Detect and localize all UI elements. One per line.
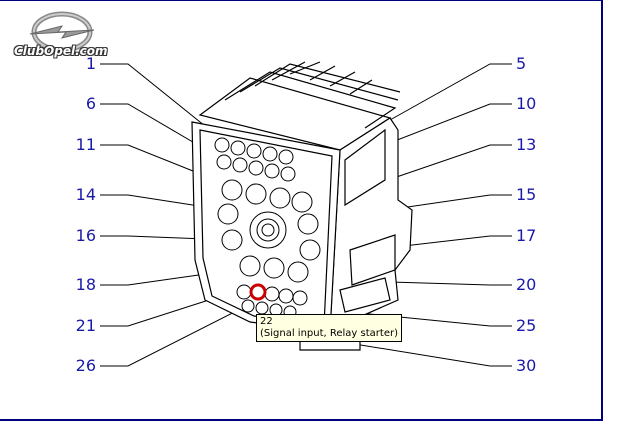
right-strip (603, 0, 617, 421)
right-border (601, 0, 603, 421)
leader-14 (100, 194, 226, 211)
pin-label-20[interactable]: 20 (516, 275, 537, 294)
connector-drawing (100, 61, 512, 367)
pin-label-14[interactable]: 14 (75, 185, 96, 204)
pin-tooltip: 22 (Signal input, Relay starter) (256, 314, 402, 342)
pin-label-21[interactable]: 21 (75, 316, 96, 335)
tooltip-description: (Signal input, Relay starter) (260, 328, 398, 339)
pin-label-5[interactable]: 5 (516, 54, 527, 73)
pin-22-highlight (249, 283, 267, 301)
leader-5 (389, 63, 512, 121)
pin-label-17[interactable]: 17 (516, 226, 537, 245)
bottom-border (0, 419, 603, 421)
leader-26 (100, 299, 259, 367)
pin-label-15[interactable]: 15 (516, 185, 537, 204)
logo-text: ClubOpel.com (14, 44, 108, 58)
leader-6 (100, 103, 216, 156)
pin-label-16[interactable]: 16 (75, 226, 96, 245)
pin-label-30[interactable]: 30 (516, 356, 537, 375)
leader-21 (100, 289, 241, 327)
pin-label-1[interactable]: 1 (85, 54, 96, 73)
pin-label-13[interactable]: 13 (516, 135, 537, 154)
leader-1 (100, 63, 211, 131)
pin-label-26[interactable]: 26 (75, 356, 96, 375)
clubopel-logo[interactable] (12, 8, 112, 64)
leader-30 (329, 339, 512, 367)
pin-label-18[interactable]: 18 (75, 275, 96, 294)
leader-20 (389, 281, 512, 286)
top-border (0, 0, 603, 1)
tooltip-pin-number: 22 (260, 316, 273, 327)
pin-label-10[interactable]: 10 (516, 94, 537, 113)
pin-label-11[interactable]: 11 (75, 135, 96, 154)
pin-label-25[interactable]: 25 (516, 316, 537, 335)
pin-label-6[interactable]: 6 (85, 94, 96, 113)
